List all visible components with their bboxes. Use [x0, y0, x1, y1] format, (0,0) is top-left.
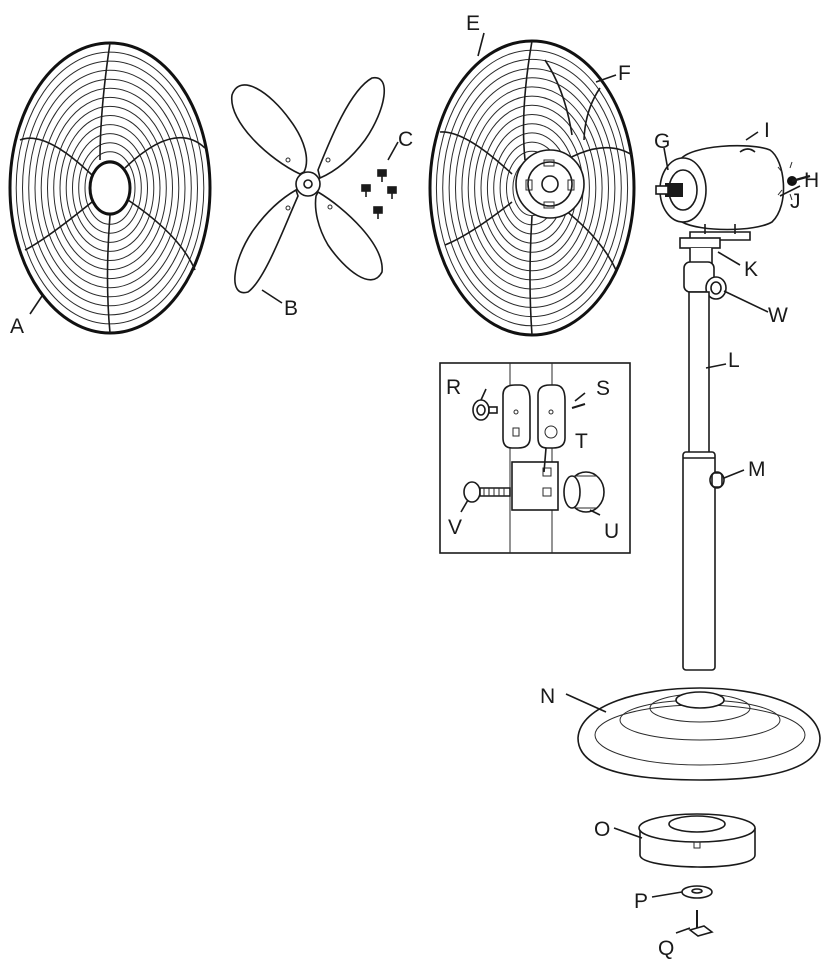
- pole: [682, 291, 725, 671]
- front-grill: [8, 41, 212, 335]
- label-q: Q: [658, 937, 674, 960]
- label-n: N: [540, 685, 555, 708]
- grill-ring: [28, 69, 192, 307]
- grill-ring: [78, 142, 142, 234]
- grill-ring: [40, 87, 180, 289]
- label-b: B: [284, 297, 298, 320]
- label-r: R: [446, 376, 461, 399]
- grill-ring: [59, 115, 161, 261]
- grill-ring: [442, 58, 622, 318]
- label-e: E: [466, 12, 480, 35]
- detail-inset: [439, 362, 631, 554]
- base-cover: [638, 813, 756, 868]
- leader-lines: [29, 32, 801, 934]
- grill-ring: [448, 68, 616, 308]
- label-g: G: [654, 130, 670, 153]
- label-p: P: [634, 890, 648, 913]
- grill-ring: [22, 60, 198, 316]
- label-i: I: [764, 119, 770, 142]
- label-m: M: [748, 458, 766, 481]
- grill-ring: [455, 77, 609, 299]
- fan-blade: [231, 77, 386, 294]
- label-l: L: [728, 349, 740, 372]
- label-c: C: [398, 128, 413, 151]
- label-j: J: [790, 190, 801, 213]
- grill-ring: [461, 86, 603, 290]
- label-f: F: [618, 62, 631, 85]
- label-a: A: [10, 315, 24, 338]
- label-h: H: [804, 169, 819, 192]
- grill-ring: [34, 78, 186, 298]
- base-plate: [577, 687, 821, 781]
- label-s: S: [596, 377, 610, 400]
- grill-ring: [72, 133, 148, 243]
- rear-grill: [428, 39, 636, 337]
- label-t: T: [575, 430, 588, 453]
- grill-ring: [53, 105, 167, 271]
- tilt-bracket: [679, 237, 727, 300]
- part-labels: A B C E F G I H J K W L M N O P Q R S T …: [10, 12, 819, 960]
- grill-ring: [65, 124, 155, 252]
- label-u: U: [604, 520, 619, 543]
- blade-screws: [361, 169, 397, 219]
- grill-ring: [467, 95, 597, 281]
- label-o: O: [594, 818, 610, 841]
- grill-ring: [474, 104, 590, 272]
- label-w: W: [768, 304, 788, 327]
- label-k: K: [744, 258, 758, 281]
- motor-housing: [655, 144, 811, 241]
- label-v: V: [448, 516, 462, 539]
- grill-ring: [47, 96, 173, 280]
- washer-and-screw: [681, 885, 714, 937]
